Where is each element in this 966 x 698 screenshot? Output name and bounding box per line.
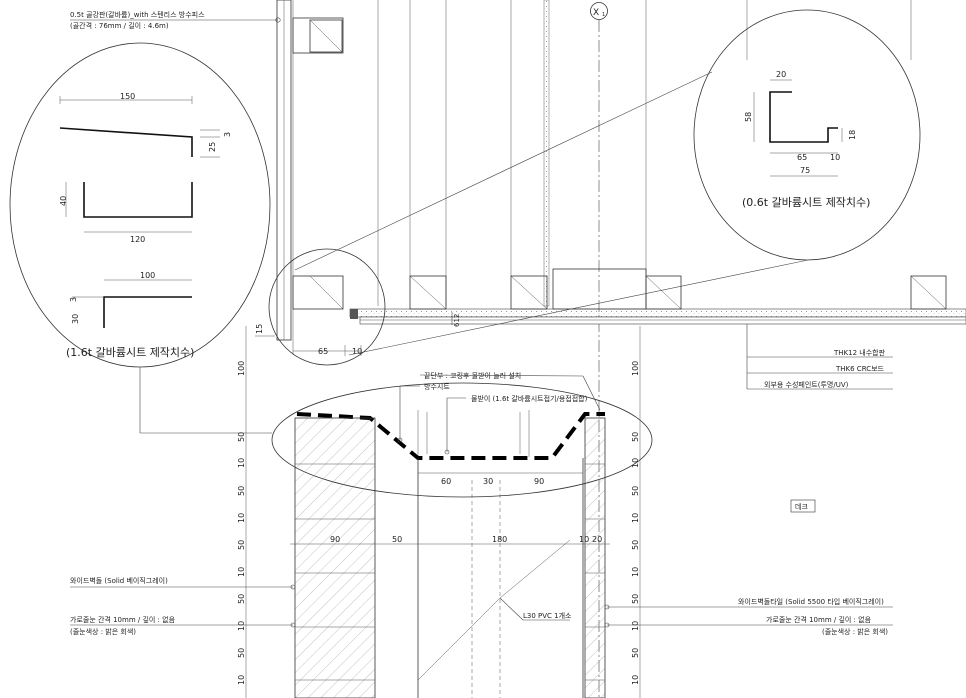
dim-40: 40 (59, 196, 68, 206)
dim-180: 180 (492, 535, 507, 544)
right-detail-circle: 20 58 18 65 10 75 (0.6t 갈바륨시트 제작치수) (294, 9, 921, 356)
rdim-10d: 10 (631, 621, 640, 631)
ldim-50e: 50 (237, 648, 246, 658)
ldim-10a: 10 (237, 458, 246, 468)
layer-plywood: THK12 내수합판 (833, 348, 886, 357)
rdim-50b: 50 (631, 486, 640, 496)
rdim-100: 100 (631, 361, 640, 376)
dim-10r: 10 (830, 153, 840, 162)
dim-18: 18 (848, 130, 857, 140)
right-layer-labels: THK12 내수합판 THK6 CRC보드 외부용 수성페인트(투명/UV) (746, 324, 893, 390)
dim-50w: 50 (392, 535, 402, 544)
dim-30g: 30 (483, 477, 493, 486)
dim-15: 15 (255, 324, 264, 334)
right-joint-label: 가로줄눈 간격 10mm / 깊이 : 없음 (766, 615, 872, 624)
left-detail-circle: 150 3 25 40 120 100 3 30 (1.6t 갈바륨시트 제작치… (9, 42, 272, 434)
ldim-50d: 50 (237, 594, 246, 604)
rdim-50a: 50 (631, 432, 640, 442)
right-detail-caption: (0.6t 갈바륨시트 제작치수) (742, 195, 870, 209)
top-left-note: 0.5t 골강판(갈바륨)_with 스텐리스 방수피스 (골간격 : 76mm… (70, 10, 281, 30)
rdim-10a: 10 (631, 458, 640, 468)
dim-58: 58 (744, 112, 753, 122)
dim-65: 65 (318, 347, 328, 356)
walls: 90 50 180 10 20 (290, 417, 610, 698)
dim-30: 30 (71, 314, 80, 324)
dim-65r: 65 (797, 153, 807, 162)
dim-20w: 20 (592, 535, 602, 544)
dim-60: 60 (441, 477, 451, 486)
dim-90g: 90 (534, 477, 544, 486)
gutter-waterproof-note: 방수시트 (424, 382, 450, 391)
rdim-50e: 50 (631, 648, 640, 658)
dim-120: 120 (130, 235, 145, 244)
left-joint-label: 가로줄눈 간격 10mm / 깊이 : 없음 (70, 615, 176, 624)
left-brick-label: 와이드벽돌 (Solid 베이직그레이) (70, 576, 168, 585)
dim-100: 100 (140, 271, 155, 280)
rdim-10e: 10 (631, 675, 640, 685)
layer-crc-board: THK6 CRC보드 (835, 365, 885, 373)
ldim-10e: 10 (237, 675, 246, 685)
dim-90w: 90 (330, 535, 340, 544)
ldim-50a: 50 (237, 432, 246, 442)
dim-3b: 3 (69, 297, 78, 302)
upper-structure (276, 0, 966, 341)
right-dim-chain: 100 50 10 50 10 50 10 50 10 50 10 (631, 326, 641, 698)
dim-25: 25 (208, 142, 217, 152)
pvc-label: L30 PVC 1개소 (523, 611, 572, 620)
corner-detail-circle: 65 10 15 (255, 248, 386, 366)
dim-612: 612 (453, 314, 461, 327)
wall-labels: 와이드벽돌 (Solid 베이직그레이) 가로줄눈 간격 10mm / 깊이 :… (70, 576, 893, 636)
rdim-50c: 50 (631, 540, 640, 550)
right-joint-color: (줄눈색상 : 밝은 회색) (822, 627, 888, 636)
dim-150: 150 (120, 92, 135, 101)
rdim-10c: 10 (631, 567, 640, 577)
rdim-50d: 50 (631, 594, 640, 604)
dim-20: 20 (776, 70, 786, 79)
deck-label: 데크 (790, 499, 816, 513)
gutter-spec-note: 물받이 (1.6t 갈바륨시트접기/용접접합) (471, 394, 588, 403)
dim-10: 10 (352, 347, 362, 356)
ldim-100: 100 (237, 361, 246, 376)
left-detail-caption: (1.6t 갈바륨시트 제작치수) (66, 345, 194, 359)
grid-marker-label: X (593, 8, 599, 18)
ldim-10c: 10 (237, 567, 246, 577)
grid-marker-sub: 1 (602, 12, 605, 18)
ldim-50b: 50 (237, 486, 246, 496)
right-brick-label: 와이드벽돌타일 (Solid 5500 타입 베이직그레이) (738, 597, 884, 606)
left-dim-chain: 100 50 10 50 10 50 10 50 10 50 10 (237, 326, 247, 698)
ldim-10b: 10 (237, 513, 246, 523)
layer-paint: 외부용 수성페인트(투명/UV) (764, 380, 849, 389)
ldim-10d: 10 (237, 621, 246, 631)
dim-3a: 3 (223, 132, 232, 137)
roof-sheet-note: 0.5t 골강판(갈바륨)_with 스텐리스 방수피스 (70, 10, 205, 19)
left-joint-color: (줄눈색상 : 밝은 회색) (70, 627, 136, 636)
dim-75: 75 (800, 166, 810, 175)
ldim-50c: 50 (237, 540, 246, 550)
rdim-10b: 10 (631, 513, 640, 523)
dim-10w: 10 (579, 535, 589, 544)
roof-sheet-spec: (골간격 : 76mm / 길이 : 4.6m) (70, 21, 169, 30)
deck-text: 데크 (795, 503, 808, 511)
gutter-detail: 612 끝단부 : 코킹후 물받이 늘러 설치 방수시트 물받이 (1.6t 갈… (271, 312, 653, 498)
